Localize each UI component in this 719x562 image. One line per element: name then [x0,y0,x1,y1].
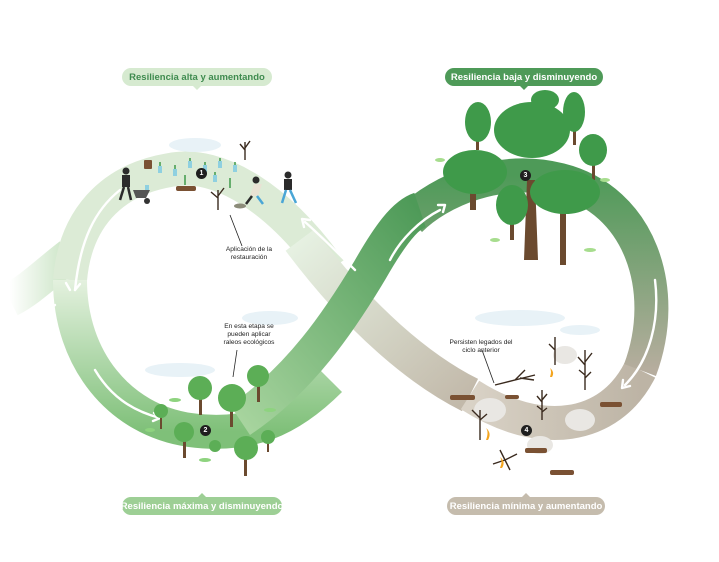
worker-digging [280,171,298,204]
scene-mature-forest [435,90,610,265]
phase-label-min-increasing-text: Resiliencia mínima y aumentando [449,500,603,512]
bare-snags [210,140,251,210]
phase-label-high-increasing: Resiliencia alta y aumentando [122,68,272,90]
clouds [145,138,600,377]
phase-label-max-decreasing-text: Resiliencia máxima y disminuyendo [120,500,284,512]
step-marker-2: 2 [200,425,211,436]
band-diagonal-down [285,229,479,412]
grass-tufts [145,398,276,462]
flow-arrow-left-down [73,188,122,292]
phase-label-low-decreasing: Resiliencia baja y disminuyendo [445,68,603,90]
young-trunks [160,380,269,476]
young-crowns [154,365,275,460]
ground-plants [435,158,610,252]
scene-restoration [118,140,298,247]
logs-scene1 [144,160,196,191]
flow-arrow-right-down [623,278,658,387]
fallen-logs [450,395,622,475]
note-legacies: Persisten legados del ciclo anterior [449,339,513,354]
band-diagonal-up [229,192,428,435]
step-marker-1: 1 [196,168,207,179]
pointer-restoration [229,214,243,247]
flow-arrow-diagonal-back [303,220,357,272]
flames [486,368,554,468]
pointer-thinning [232,349,238,378]
flow-arrow-exit [28,303,57,322]
note-restoration: Aplicación de la restauración [225,246,273,261]
phase-label-high-increasing-text: Resiliencia alta y aumentando [129,71,265,83]
flow-arrow-bottom-left [93,368,162,420]
worker-planting [234,176,264,209]
phase-label-low-decreasing-text: Resiliencia baja y disminuyendo [450,71,598,83]
step-marker-3: 3 [520,170,531,181]
scene-disturbance [450,337,622,475]
phase-label-max-decreasing: Resiliencia máxima y disminuyendo [120,493,284,515]
band-top-left [53,151,344,282]
flow-arrow-diagonal-up [388,208,442,262]
step-marker-4: 4 [521,425,532,436]
worker-wheelbarrow [118,167,150,204]
burnt-snags [471,337,593,471]
note-ecological-thinning: En esta etapa se pueden aplicar raleos e… [223,323,275,346]
phase-label-min-increasing: Resiliencia mínima y aumentando [447,493,605,515]
scene-young-forest [145,349,276,476]
pointer-legacies [481,349,495,384]
mature-crowns [443,90,607,225]
